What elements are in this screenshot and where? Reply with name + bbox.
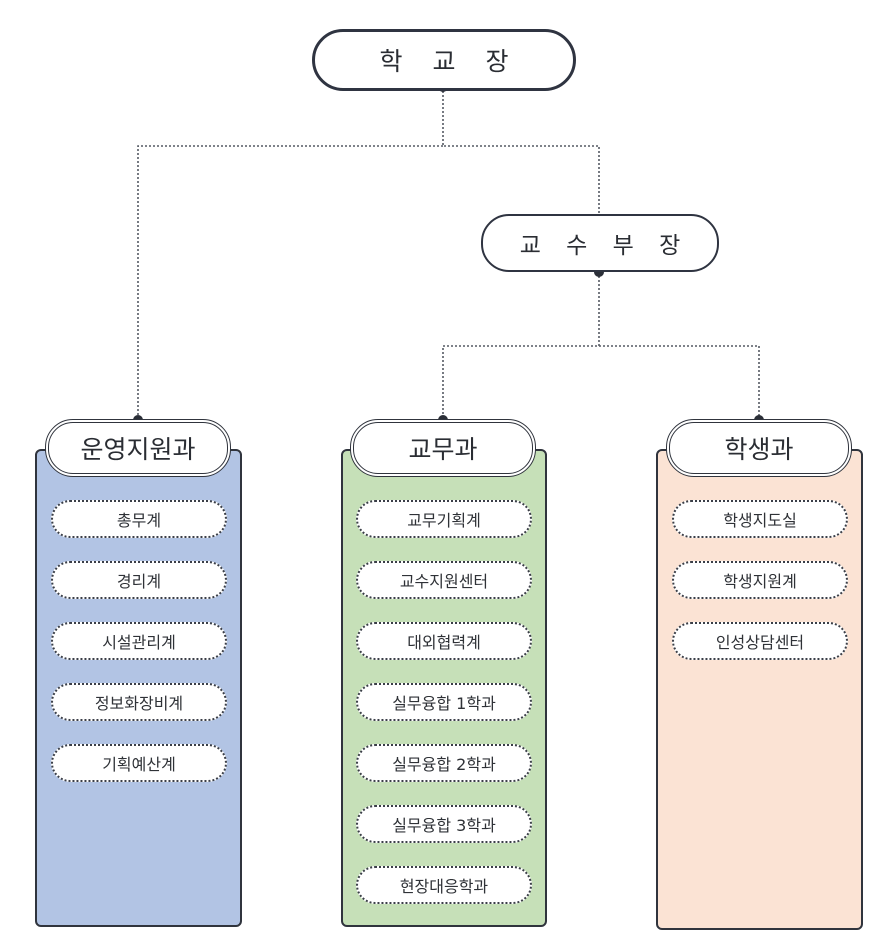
line-root-to-vice xyxy=(442,87,600,214)
unit-academic-3: 대외협력계 xyxy=(356,622,532,660)
unit-academic-7: 현장대응학과 xyxy=(356,866,532,904)
line-vice-to-dept-academic xyxy=(442,272,600,420)
dept-student-title: 학생과 xyxy=(666,419,852,477)
unit-operations-4: 정보화장비계 xyxy=(51,683,227,721)
unit-operations-3: 시설관리계 xyxy=(51,622,227,660)
unit-academic-4: 실무융합 1학과 xyxy=(356,683,532,721)
dept-academic-name: 교무과 xyxy=(408,435,478,464)
line-root-to-dept-operations xyxy=(137,145,443,420)
unit-academic-6: 실무융합 3학과 xyxy=(356,805,532,843)
unit-academic-2: 교수지원센터 xyxy=(356,561,532,599)
unit-academic-5: 실무융합 2학과 xyxy=(356,744,532,782)
principal-label: 학 교 장 xyxy=(379,47,520,76)
dotted-connectors xyxy=(137,87,760,420)
dept-student-name: 학생과 xyxy=(724,435,794,464)
unit-academic-1: 교무기획계 xyxy=(356,500,532,538)
unit-operations-5: 기획예산계 xyxy=(51,744,227,782)
unit-operations-2: 경리계 xyxy=(51,561,227,599)
dept-operations-title: 운영지원과 xyxy=(45,419,231,477)
vice-principal-label: 교 수 부 장 xyxy=(519,233,690,259)
dept-operations-name: 운영지원과 xyxy=(80,435,196,464)
vice-principal-box: 교 수 부 장 xyxy=(481,214,719,272)
unit-operations-1: 총무계 xyxy=(51,500,227,538)
line-vice-to-dept-student xyxy=(599,345,760,420)
unit-student-3: 인성상담센터 xyxy=(672,622,848,660)
principal-box: 학 교 장 xyxy=(312,29,576,91)
unit-student-1: 학생지도실 xyxy=(672,500,848,538)
unit-student-2: 학생지원계 xyxy=(672,561,848,599)
dept-academic-title: 교무과 xyxy=(350,419,536,477)
